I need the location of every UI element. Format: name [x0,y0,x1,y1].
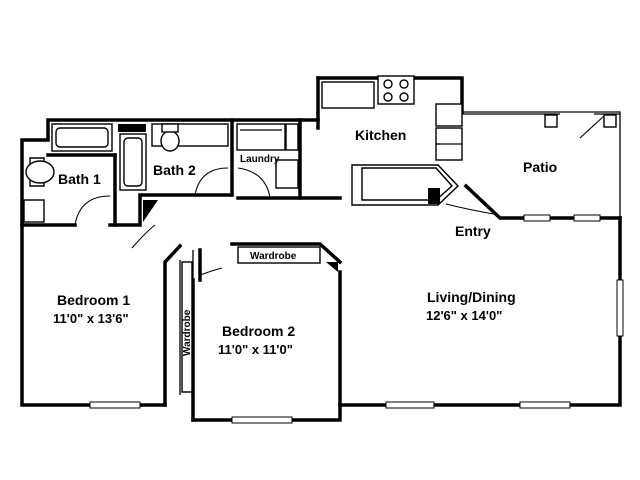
interior-walls [20,118,343,407]
living-dining-dims: 12'6" x 14'0" [426,308,502,323]
door-swings [74,167,495,276]
bath1-label: Bath 1 [58,171,101,187]
closets [181,246,321,393]
bedroom2-label: Bedroom 2 [222,323,295,339]
wall-blocks [118,124,440,272]
kitchen-fixtures [321,75,463,206]
bath2-label: Bath 2 [153,162,196,178]
entry-label: Entry [455,223,491,239]
bath1-fixtures [23,123,113,223]
patio-outline [462,111,622,222]
wardrobe-side-label: Wardrobe [182,309,193,356]
kitchen-label: Kitchen [355,127,406,143]
wardrobe-top-label: Wardrobe [250,251,297,262]
laundry-appliances [236,123,299,189]
bath2-fixtures [119,123,229,191]
bedroom2-dims: 11'0" x 11'0" [218,342,293,357]
living-dining-label: Living/Dining [427,289,516,305]
laundry-label: Laundry [240,154,280,165]
room-labels: Bath 1 Bath 2 Laundry Kitchen Patio Entr… [53,127,557,357]
patio-label: Patio [523,159,557,175]
bedroom1-label: Bedroom 1 [57,292,130,308]
living-windows [89,279,624,424]
bedroom1-dims: 11'0" x 13'6" [53,311,129,326]
